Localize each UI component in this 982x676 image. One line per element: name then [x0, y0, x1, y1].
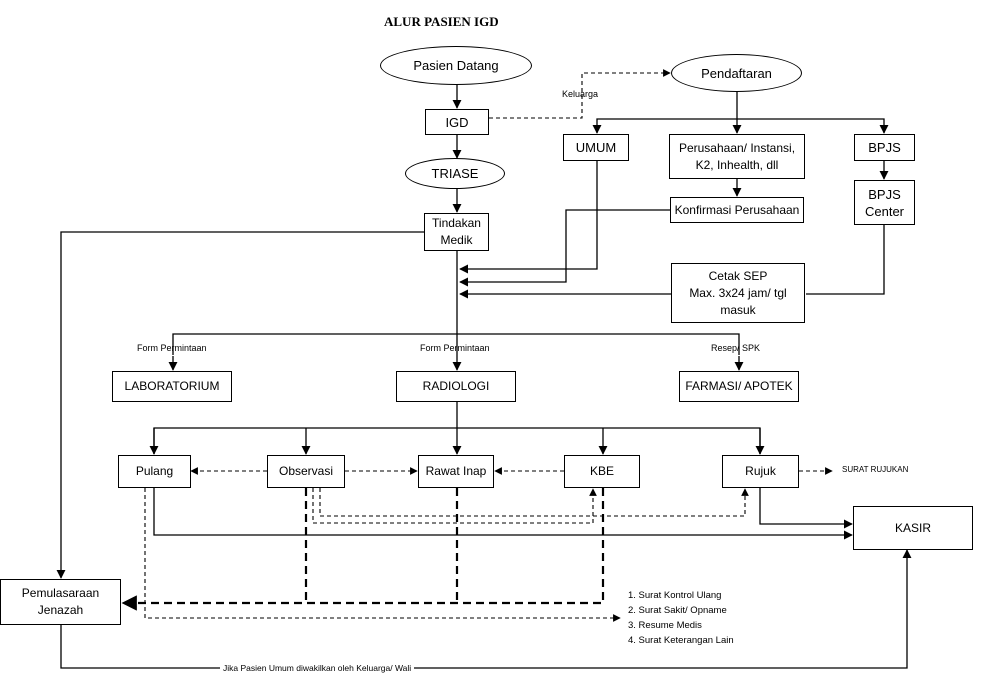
node-radiologi: RADIOLOGI	[396, 371, 516, 402]
node-laboratorium: LABORATORIUM	[112, 371, 232, 402]
node-farmasi: FARMASI/ APOTEK	[679, 371, 799, 402]
label-form-permintaan-radiologi: Form Permintaan	[420, 343, 490, 353]
document-item: 3. Resume Medis	[628, 620, 702, 631]
node-kasir: KASIR	[853, 506, 973, 550]
node-igd: IGD	[425, 109, 489, 135]
label-keluarga: Keluarga	[562, 89, 599, 99]
node-kbe: KBE	[564, 455, 640, 488]
document-item: 1. Surat Kontrol Ulang	[628, 590, 722, 601]
node-pulang: Pulang	[118, 455, 191, 488]
node-perusahaan: Perusahaan/ Instansi, K2, Inhealth, dll	[669, 134, 805, 179]
node-rawat-inap: Rawat Inap	[418, 455, 494, 488]
label-form-permintaan-lab: Form Permintaan	[137, 343, 207, 353]
page-title: ALUR PASIEN IGD	[384, 14, 499, 29]
node-rujuk: Rujuk	[722, 455, 799, 488]
node-umum: UMUM	[563, 134, 629, 161]
node-konfirmasi-perusahaan: Konfirmasi Perusahaan	[670, 197, 804, 223]
node-triase: TRIASE	[405, 158, 505, 189]
label-jika-pasien-umum: Jika Pasien Umum diwakilkan oleh Keluarg…	[220, 663, 415, 673]
document-item: 2. Surat Sakit/ Opname	[628, 605, 727, 616]
node-observasi: Observasi	[267, 455, 345, 488]
node-bpjs-center: BPJS Center	[854, 180, 915, 225]
label-resep-spk: Resep/ SPK	[711, 343, 761, 353]
node-pasien-datang: Pasien Datang	[380, 46, 532, 85]
document-list: 1. Surat Kontrol Ulang 2. Surat Sakit/ O…	[628, 588, 734, 648]
node-tindakan-medik: Tindakan Medik	[424, 213, 489, 251]
node-bpjs: BPJS	[854, 134, 915, 161]
label-surat-rujukan: SURAT RUJUKAN	[842, 465, 909, 474]
node-pemulasaraan-jenazah: Pemulasaraan Jenazah	[0, 579, 121, 625]
document-item: 4. Surat Keterangan Lain	[628, 635, 734, 646]
node-pendaftaran: Pendaftaran	[671, 54, 802, 92]
node-cetak-sep: Cetak SEP Max. 3x24 jam/ tgl masuk	[671, 263, 805, 323]
